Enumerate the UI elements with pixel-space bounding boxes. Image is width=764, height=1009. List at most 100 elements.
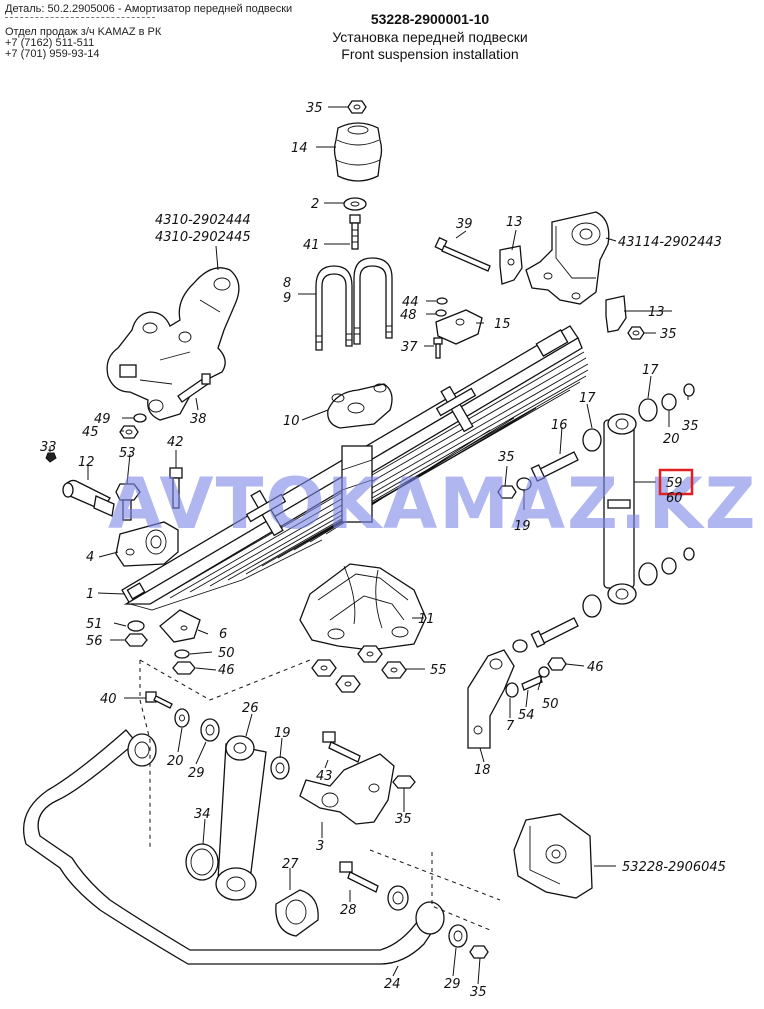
callout-11[interactable]: 11	[418, 612, 435, 627]
stabilizer-bar-24	[22, 729, 445, 965]
callout-55[interactable]: 55	[430, 663, 447, 678]
callout-45[interactable]: 45	[82, 425, 99, 440]
callout-17-mid[interactable]: 17	[579, 391, 596, 406]
callout-27[interactable]: 27	[282, 857, 299, 872]
callout-13-lower[interactable]: 13	[648, 305, 665, 320]
callout-40[interactable]: 40	[100, 692, 117, 707]
bush-7	[505, 682, 519, 698]
callout-39[interactable]: 39	[456, 217, 473, 232]
callout-49[interactable]: 49	[94, 412, 111, 427]
callout-20[interactable]: 20	[663, 432, 680, 447]
callout-43[interactable]: 43	[316, 769, 333, 784]
callout-35-pin[interactable]: 35	[498, 450, 515, 465]
ring-34	[185, 843, 219, 881]
title-en: Front suspension installation	[341, 46, 519, 62]
pin-16-lower	[530, 617, 579, 648]
callout-56[interactable]: 56	[86, 634, 103, 649]
center-clamp	[341, 445, 373, 523]
callout-14[interactable]: 14	[291, 141, 308, 156]
callout-20-left[interactable]: 20	[167, 754, 184, 769]
callout-59[interactable]: 59	[666, 476, 683, 491]
callout-35[interactable]: 35	[306, 101, 323, 116]
spring-clamp-right	[435, 385, 477, 433]
callout-44[interactable]: 44	[402, 295, 419, 310]
assembly-code: 53228-2900001-10	[370, 11, 490, 27]
callout-4310-2902444[interactable]: 4310-2902444	[155, 213, 251, 228]
callout-48[interactable]: 48	[400, 308, 417, 323]
callout-2[interactable]: 2	[311, 197, 319, 212]
callout-16[interactable]: 16	[551, 418, 568, 433]
callout-35-bracket[interactable]: 35	[395, 812, 412, 827]
nut-46	[172, 661, 196, 675]
callout-4310-2902445[interactable]: 4310-2902445	[155, 230, 251, 245]
callout-12[interactable]: 12	[78, 455, 95, 470]
spacer-15	[435, 309, 483, 345]
callout-28[interactable]: 28	[340, 903, 357, 918]
rear-bracket-43114	[525, 211, 610, 305]
nut-45	[119, 425, 139, 439]
callout-13[interactable]: 13	[506, 215, 523, 230]
callout-35-shock-top[interactable]: 35	[682, 419, 699, 434]
callout-33[interactable]: 33	[40, 440, 57, 455]
callout-19-lower[interactable]: 19	[274, 726, 291, 741]
callout-29[interactable]: 29	[188, 766, 205, 781]
callout-37[interactable]: 37	[401, 340, 418, 355]
callout-19[interactable]: 19	[514, 519, 531, 534]
callout-15[interactable]: 15	[494, 317, 511, 332]
bush-19-lower	[270, 756, 290, 780]
callout-41[interactable]: 41	[303, 238, 320, 253]
washer-20-left	[174, 708, 190, 728]
callout-54[interactable]: 54	[518, 708, 535, 723]
clip-13-upper	[499, 245, 523, 285]
callout-53[interactable]: 53	[119, 446, 136, 461]
bolt-54	[521, 675, 543, 691]
u-bolt-8	[315, 265, 353, 351]
bush-17-lower-left	[582, 594, 602, 618]
bush-17-mid	[582, 428, 602, 452]
callout-51[interactable]: 51	[86, 617, 103, 632]
callout-46-right[interactable]: 46	[587, 660, 604, 675]
watermark: AVTOKAMAZ.KZ	[108, 463, 757, 545]
callout-24[interactable]: 24	[384, 977, 401, 992]
callout-35-bottom[interactable]: 35	[470, 985, 487, 1000]
callout-3[interactable]: 3	[316, 839, 324, 854]
bolt-41	[349, 214, 361, 250]
washer-49	[133, 413, 147, 423]
washer-50	[174, 649, 190, 659]
callout-35-right[interactable]: 35	[660, 327, 677, 342]
rubber-buffer-14	[333, 122, 383, 182]
callout-34[interactable]: 34	[194, 807, 211, 822]
bolt-53	[115, 483, 141, 521]
bolt-43	[322, 731, 361, 763]
detail-text: Деталь: 50.2.2905006 - Амортизатор перед…	[5, 3, 293, 15]
callout-43114-2902443[interactable]: 43114-2902443	[618, 235, 722, 250]
assembly-line-1	[139, 660, 151, 850]
callout-17-top[interactable]: 17	[642, 363, 659, 378]
callout-42[interactable]: 42	[167, 435, 184, 450]
callout-26[interactable]: 26	[242, 701, 259, 716]
highlight-59	[658, 468, 694, 496]
callout-60[interactable]: 60	[666, 491, 683, 506]
callout-9[interactable]: 9	[283, 291, 291, 306]
callout-50-right[interactable]: 50	[542, 697, 559, 712]
callout-29-bottom[interactable]: 29	[444, 977, 461, 992]
bush-29-right	[448, 924, 468, 948]
callout-7[interactable]: 7	[506, 719, 515, 734]
callout-38[interactable]: 38	[190, 412, 207, 427]
callout-46[interactable]: 46	[218, 663, 235, 678]
shock-absorber-59	[603, 413, 637, 605]
washer-19-lower	[512, 639, 528, 653]
spring-seat-11	[299, 563, 427, 651]
title-ru: Установка передней подвески	[332, 29, 528, 45]
callout-18[interactable]: 18	[474, 763, 491, 778]
callout-4[interactable]: 4	[86, 550, 94, 565]
callout-53228-2906045[interactable]: 53228-2906045	[622, 860, 726, 875]
callout-1[interactable]: 1	[86, 587, 94, 602]
callout-8[interactable]: 8	[283, 276, 291, 291]
callout-50[interactable]: 50	[218, 646, 235, 661]
bolt-39	[434, 236, 491, 272]
callout-6[interactable]: 6	[219, 627, 227, 642]
callout-10[interactable]: 10	[283, 414, 300, 429]
